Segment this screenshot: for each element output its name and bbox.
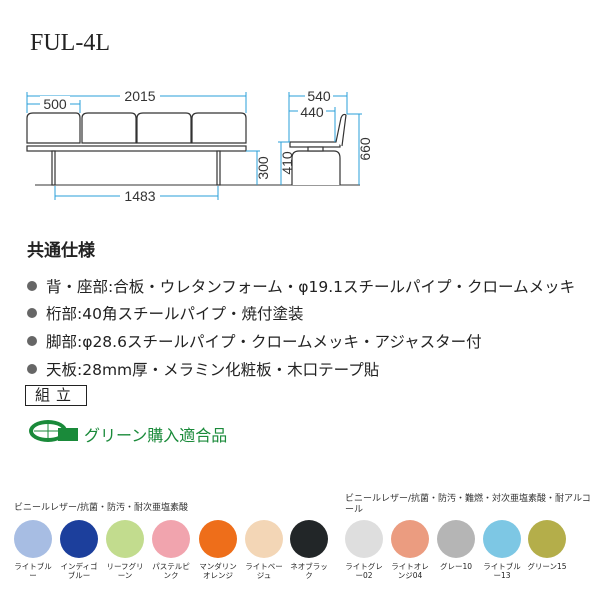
color-swatch xyxy=(345,520,383,558)
spec-item: 天板:28mm厚・メラミン化粧板・木口テープ貼 xyxy=(27,358,379,380)
dim-seat-height: 300 xyxy=(255,156,271,180)
beam xyxy=(26,145,247,152)
color-swatch-label: ライトブルー13 xyxy=(483,562,521,580)
color-swatch-label: パステルピンク xyxy=(152,562,190,580)
green-purchase-logo-icon xyxy=(29,420,78,442)
color-swatch xyxy=(106,520,144,558)
color-swatch-label: ライトオレンジ04 xyxy=(391,562,429,580)
color-swatch-label: ライトベージュ xyxy=(245,562,283,580)
assembly-badge: 組立 xyxy=(25,385,87,406)
color-swatch-label: ライトグレー02 xyxy=(345,562,383,580)
color-swatch xyxy=(245,520,283,558)
color-swatch xyxy=(60,520,98,558)
dim-seat-width: 500 xyxy=(43,96,67,112)
color-swatch xyxy=(437,520,475,558)
seat-1 xyxy=(26,112,81,144)
color-swatch xyxy=(152,520,190,558)
dim-depth: 540 xyxy=(307,88,331,104)
bullet-icon xyxy=(27,281,37,291)
color-swatch-label: ライトブルー xyxy=(14,562,52,580)
dim-height-seat: 410 xyxy=(279,151,295,175)
color-swatch-label: グレー10 xyxy=(439,562,473,571)
side-seat xyxy=(289,141,341,148)
bullet-icon xyxy=(27,364,37,374)
bullet-icon xyxy=(27,308,37,318)
color-swatch-label: グリーン15 xyxy=(527,562,567,571)
spec-heading: 共通仕様 xyxy=(27,241,95,261)
spec-item-text: 桁部:40角スチールパイプ・焼付塗装 xyxy=(46,305,304,323)
leg-left xyxy=(51,150,56,186)
dim-seat-depth: 440 xyxy=(300,104,324,120)
spec-item: 背・座部:合板・ウレタンフォーム・φ19.1スチールパイプ・クロームメッキ xyxy=(27,275,575,297)
spec-item: 桁部:40角スチールパイプ・焼付塗装 xyxy=(27,302,303,324)
color-swatch-label: インディゴブルー xyxy=(60,562,98,580)
spec-item-text: 脚部:φ28.6スチールパイプ・クロームメッキ・アジャスター付 xyxy=(46,333,482,351)
color-swatch xyxy=(199,520,237,558)
seat-4 xyxy=(191,112,247,144)
dimension-labels: 2015 500 1483 300 540 440 410 660 xyxy=(40,88,373,204)
spec-item-text: 天板:28mm厚・メラミン化粧板・木口テープ貼 xyxy=(46,361,380,379)
dimension-diagram: 2015 500 1483 300 540 440 410 660 xyxy=(26,88,373,204)
color-group-b-heading: ビニールレザー/抗菌・防汚・難燃・対次亜塩素酸・耐アルコール xyxy=(345,494,591,515)
side-backrest xyxy=(335,113,347,147)
bullet-icon xyxy=(27,336,37,346)
seat-2 xyxy=(81,112,137,144)
color-swatch-label: ネオブラック xyxy=(290,562,328,580)
color-swatch-label: リーフグリーン xyxy=(106,562,144,580)
dim-leg-span: 1483 xyxy=(124,188,155,204)
color-swatch xyxy=(391,520,429,558)
side-leg-frame xyxy=(291,150,341,185)
color-swatch xyxy=(290,520,328,558)
leg-right xyxy=(216,150,221,186)
dim-width: 2015 xyxy=(124,88,155,104)
spec-item: 脚部:φ28.6スチールパイプ・クロームメッキ・アジャスター付 xyxy=(27,330,482,352)
green-purchase-label: グリーン購入適合品 xyxy=(84,426,228,445)
color-swatch xyxy=(14,520,52,558)
seat-3 xyxy=(136,112,192,144)
bench-side-view xyxy=(289,113,347,185)
spec-item-text: 背・座部:合板・ウレタンフォーム・φ19.1スチールパイプ・クロームメッキ xyxy=(46,278,576,296)
dim-total-height: 660 xyxy=(357,137,373,161)
side-beam xyxy=(307,146,324,152)
model-title: FUL-4L xyxy=(30,30,110,56)
color-group-a-heading: ビニールレザー/抗菌・防汚・耐次亜塩素酸 xyxy=(14,503,189,513)
color-swatch xyxy=(528,520,566,558)
bench-front-view xyxy=(26,112,247,186)
color-swatch-label: マンダリンオレンジ xyxy=(199,562,237,580)
color-swatch xyxy=(483,520,521,558)
